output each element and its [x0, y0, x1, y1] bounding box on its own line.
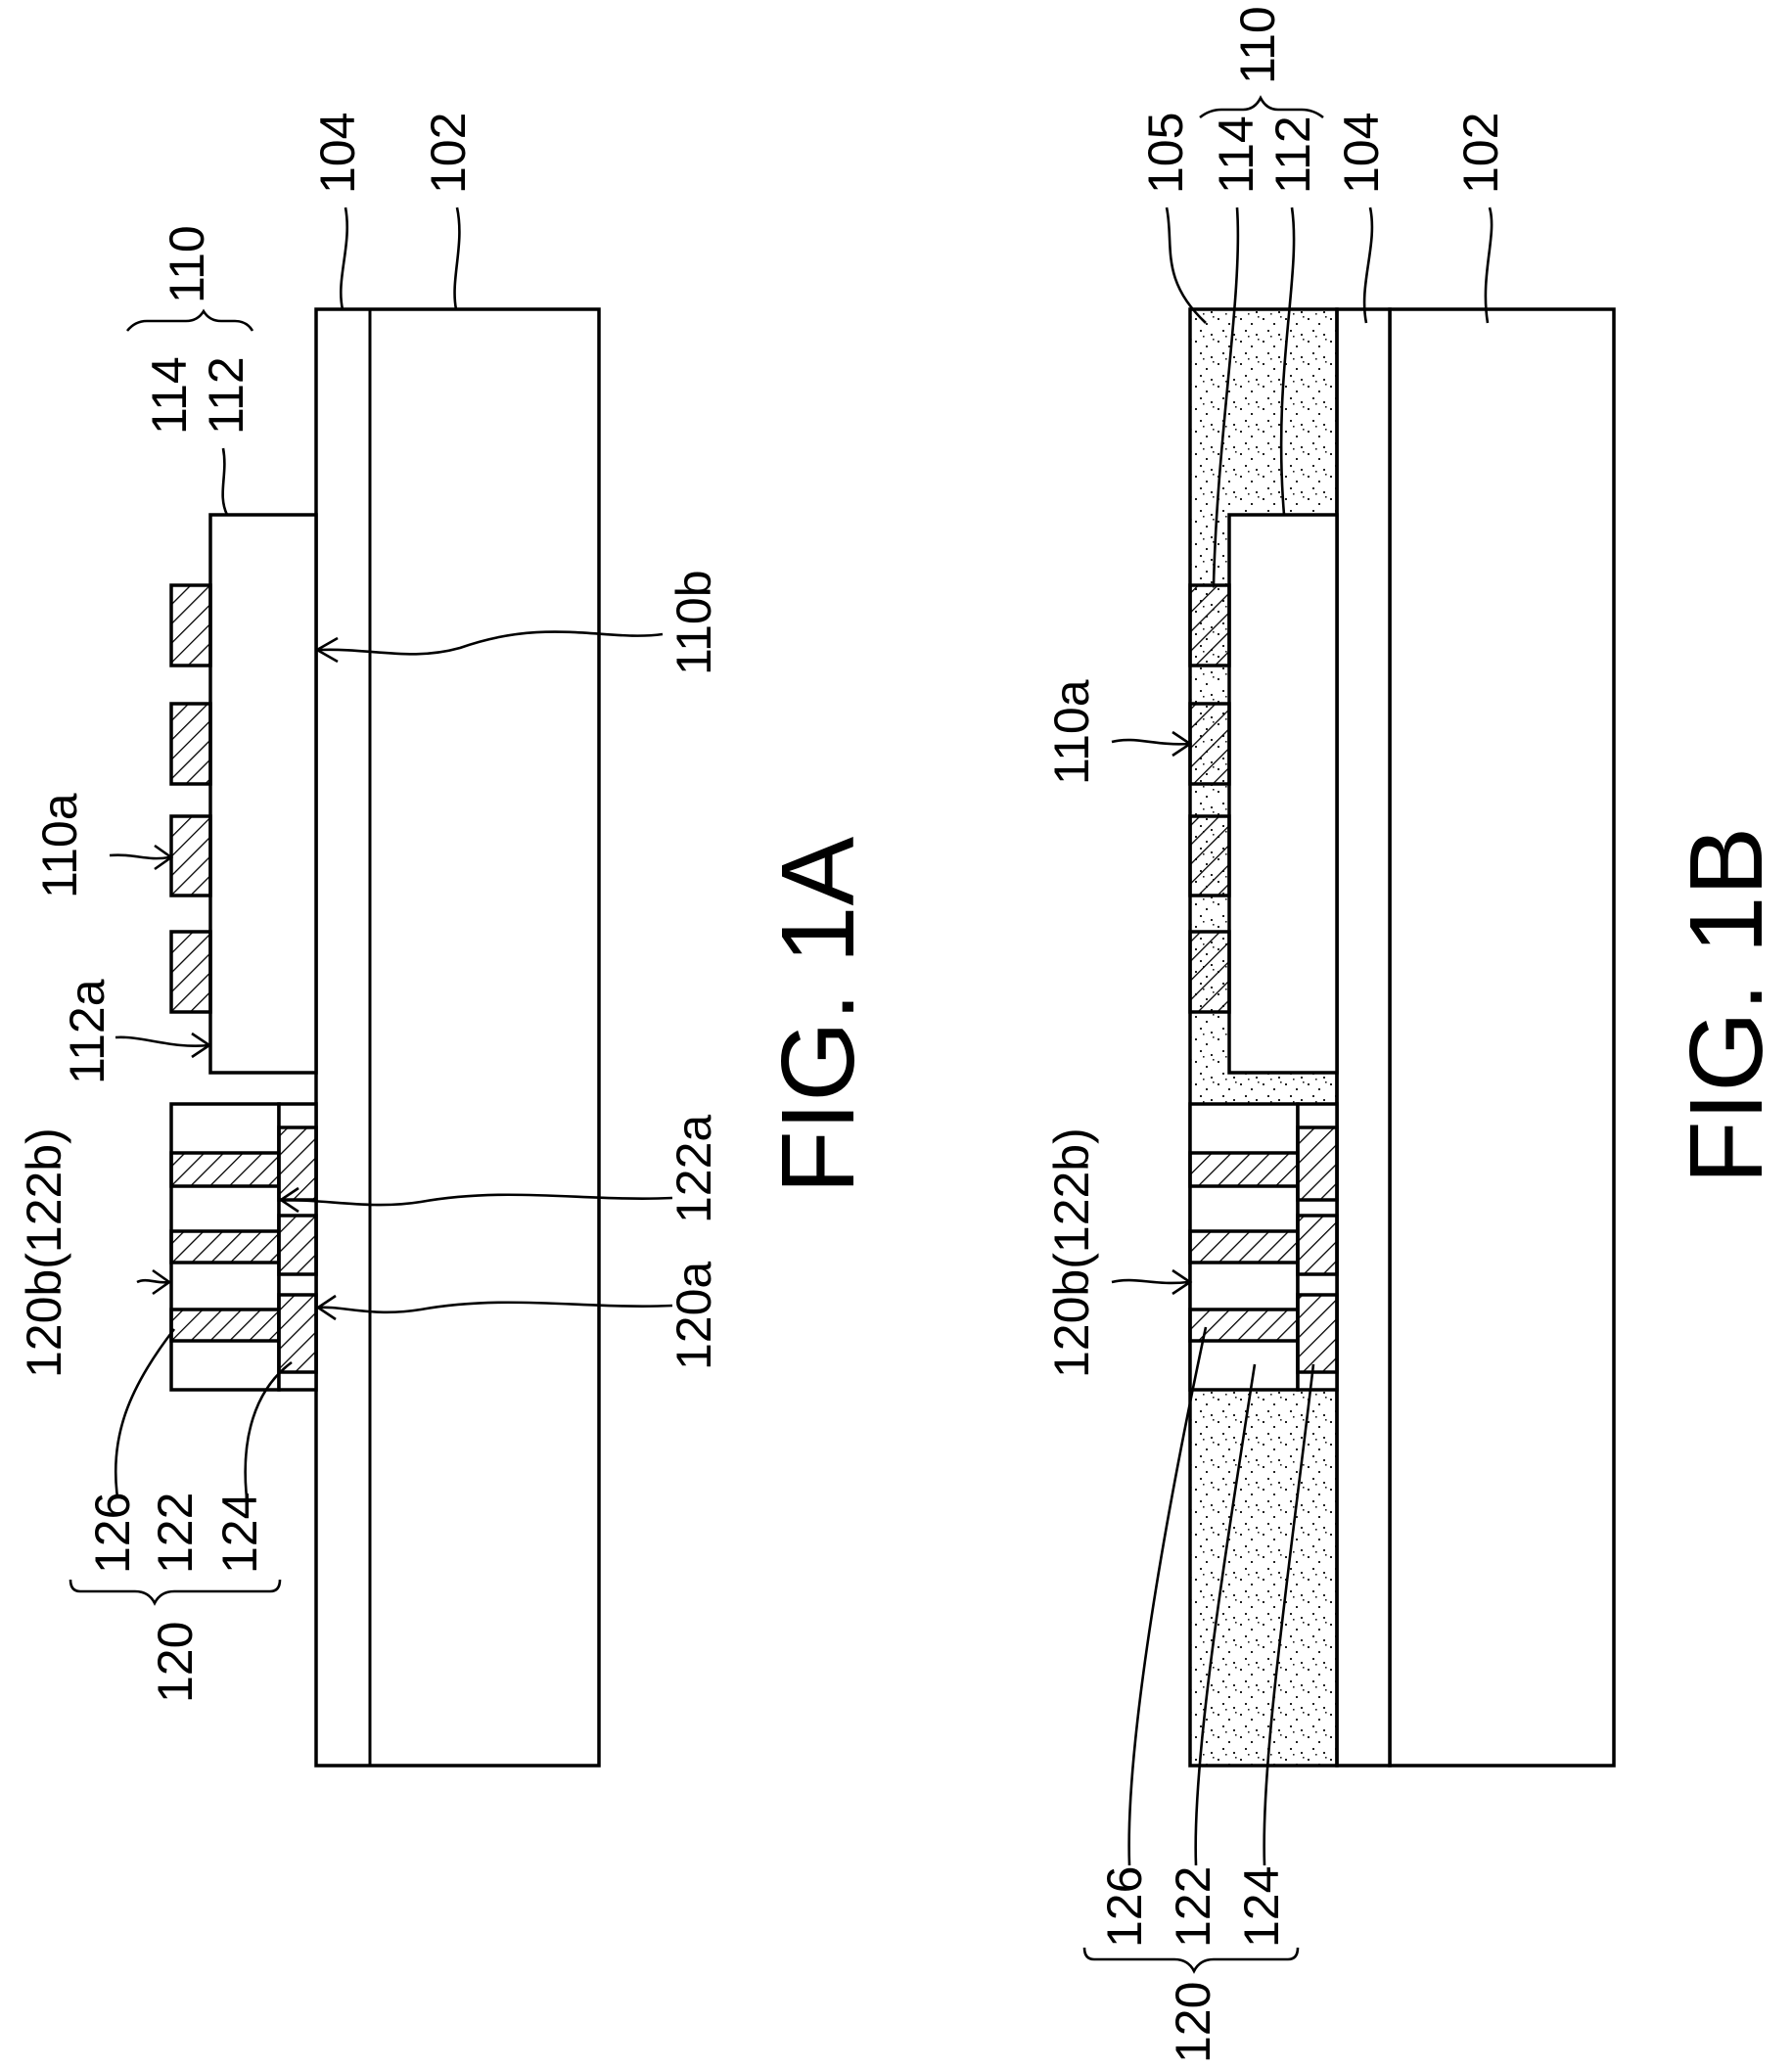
leader-112 — [223, 448, 227, 515]
via-124 — [279, 1295, 316, 1372]
brace-120 — [1084, 1948, 1298, 1971]
label-120: 120 — [148, 1622, 203, 1703]
leader-120b — [137, 1280, 169, 1282]
substrate-102 — [1390, 309, 1614, 1766]
label-105: 105 — [1138, 113, 1193, 194]
label-120a: 120a — [666, 1262, 721, 1370]
conductive-layer-126 — [171, 1231, 279, 1263]
via-124 — [1298, 1216, 1337, 1274]
conductive-layer-126 — [171, 1153, 279, 1186]
leader-102 — [455, 207, 460, 309]
leader-104 — [1364, 207, 1372, 323]
brace-110 — [1200, 98, 1323, 117]
die-body-112 — [210, 515, 316, 1073]
label-112a: 112a — [60, 979, 115, 1084]
conductive-layer-126 — [1190, 1310, 1298, 1341]
label-126: 126 — [1097, 1866, 1152, 1948]
pad-114 — [171, 704, 210, 784]
leader-110a — [1112, 740, 1188, 744]
pad-114 — [1190, 932, 1229, 1012]
label-102: 102 — [1453, 113, 1508, 194]
pad-114 — [1190, 816, 1229, 896]
layer-104 — [1337, 309, 1390, 1766]
conductive-layer-126 — [171, 1310, 279, 1341]
label-122: 122 — [1166, 1866, 1220, 1948]
leader-105 — [1167, 207, 1206, 323]
label-114: 114 — [1209, 115, 1264, 194]
leader-120b — [1112, 1280, 1188, 1283]
label-124: 124 — [212, 1493, 267, 1574]
label-110b: 110b — [666, 570, 721, 675]
label-114: 114 — [142, 356, 197, 435]
label-126: 126 — [85, 1493, 140, 1574]
label-120b-122b: 120b(122b) — [1044, 1127, 1099, 1378]
pad-114 — [1190, 704, 1229, 784]
label-102: 102 — [421, 113, 476, 194]
leader-126 — [115, 1329, 174, 1497]
via-124 — [279, 1216, 316, 1274]
brace-120 — [70, 1580, 280, 1603]
leader-102 — [1486, 207, 1492, 323]
figure-caption-1a: FIG. 1A — [760, 836, 876, 1194]
figure-1a: 102 104 112 114 110 110b 110a 112a 122a … — [17, 113, 876, 1766]
label-124: 124 — [1234, 1866, 1289, 1948]
figure-caption-1b: FIG. 1B — [1669, 827, 1784, 1184]
label-110: 110 — [160, 225, 214, 303]
leader-104 — [341, 207, 346, 309]
pad-114 — [171, 585, 210, 666]
label-112: 112 — [199, 356, 253, 435]
conductive-layer-126 — [1190, 1153, 1298, 1186]
via-124 — [1298, 1295, 1337, 1372]
conductive-layer-126 — [1190, 1231, 1298, 1263]
pad-114 — [171, 816, 210, 896]
label-120b-122b: 120b(122b) — [17, 1127, 71, 1378]
label-122: 122 — [148, 1493, 203, 1574]
die-body-112 — [1229, 515, 1337, 1073]
figure-1b: 102 104 112 114 105 110 110a 120b(122b) … — [1044, 6, 1784, 2063]
label-122a: 122a — [666, 1115, 721, 1223]
label-110a: 110a — [32, 793, 87, 898]
label-120: 120 — [1166, 1982, 1220, 2063]
label-110: 110 — [1230, 6, 1285, 84]
substrate-102 — [316, 309, 599, 1766]
via-124 — [1298, 1127, 1337, 1200]
leader-112a — [115, 1037, 209, 1046]
label-104: 104 — [1334, 113, 1389, 194]
label-112: 112 — [1265, 115, 1320, 194]
label-104: 104 — [310, 113, 365, 194]
leader-110a — [110, 855, 169, 858]
label-110a: 110a — [1044, 679, 1099, 785]
pad-114 — [171, 932, 210, 1012]
pad-114 — [1190, 585, 1229, 666]
brace-110 — [127, 311, 253, 331]
